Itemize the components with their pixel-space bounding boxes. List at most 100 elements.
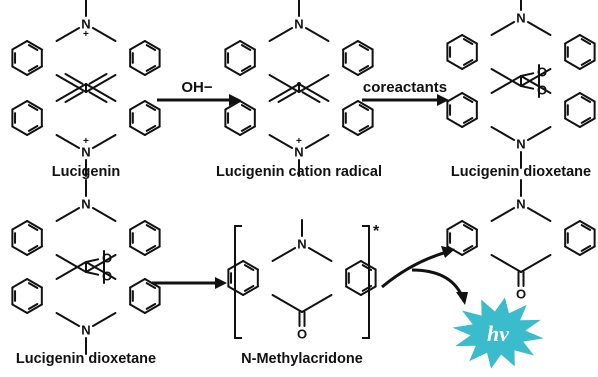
reagent-coreactants: coreactants (363, 79, 447, 96)
light-emission-burst (452, 297, 544, 369)
dioxetane1-bottom-n-bond (490, 126, 516, 141)
methylacridone-excited-ring-right-bond (345, 260, 362, 271)
radical-bottom-n-bond (304, 134, 330, 149)
lucigenin-top-ring-left-bond (26, 40, 43, 51)
reagent-hydroxide: OH− (181, 79, 213, 96)
radical-bottom-ring-right-bond (342, 100, 359, 111)
lucigenin-bottom-ring-left-bond (11, 125, 29, 136)
excited-state-brackets (234, 225, 370, 339)
reaction-arrows (152, 94, 468, 305)
lucigenin-bottom-ring-left-double (27, 125, 39, 132)
dioxetane2-bottom-c9-bond (55, 261, 87, 280)
dioxetane2-bottom-ring-left-bond (11, 278, 29, 289)
methylacridone-product-ring-right-bond (578, 220, 596, 231)
structure-layer (11, 0, 596, 355)
lucigenin-top-ring-right-bond (143, 40, 161, 51)
radical-top-ring-right-bond (342, 40, 359, 51)
dioxetane1-top-ring-right-double (580, 59, 592, 66)
dioxetane2-co-bond (85, 258, 100, 263)
lucigenin-bottom-ring-right-double (145, 104, 157, 111)
lucigenin-bottom-c9-bond (55, 83, 87, 102)
atom-n-lucigenin-top: N (81, 17, 90, 32)
methylacridone-excited-c9-bond (301, 294, 333, 313)
methylacridone-product-ring-right-bond (564, 220, 581, 231)
methylacridone-product-ring-left-double (462, 224, 474, 231)
radical-top-ring-right-double (358, 65, 370, 72)
methylacridone-product-ring-right-double (580, 224, 592, 231)
methylacridone-excited-ring-left-double (243, 264, 255, 271)
atom-n-methylacridone-product: N (516, 197, 525, 212)
methylacridone-product-ring-left-double (462, 245, 474, 252)
atom-o-dioxetane2-a: O (102, 269, 112, 284)
dioxetane1-bottom-ring-right-double (580, 96, 592, 103)
radical-bottom-ring-right-double (358, 125, 370, 132)
atom-o-dioxetane2-b: O (102, 251, 112, 266)
label-lucigenin: Lucigenin (52, 164, 120, 180)
dioxetane2-top-ring-right-bond (143, 220, 161, 231)
right-bracket (362, 225, 370, 339)
lucigenin-bottom-n-bond (91, 134, 117, 149)
dioxetane1-top-n-bond (526, 21, 552, 36)
radical-top-c9-bond (268, 74, 300, 93)
atom-o-dioxetane1-a: O (537, 83, 547, 98)
dioxetane2-top-ring-right-double (145, 245, 157, 252)
radical-bottom-central-double (277, 91, 297, 103)
dioxetane2-top-ring-right-double (145, 224, 157, 231)
methylacridone-excited-n-bond (307, 247, 333, 262)
dioxetane2-bottom-ring-right-double (145, 303, 157, 310)
lucigenin-top-ring-right-bond (129, 40, 146, 51)
dioxetane2-top-ring-right-bond (143, 245, 161, 256)
dioxetane1-top-ring-right-bond (578, 34, 596, 45)
dioxetane1-bottom-c9-bond (520, 75, 552, 94)
radical-bottom-c9-bond (298, 83, 330, 102)
methylacridone-product-c9-bond (490, 254, 522, 273)
dioxetane1-co-bond (520, 85, 535, 90)
dioxetane2-bottom-c9-bond (85, 261, 117, 280)
methylacridone-product-ring-right-bond (564, 245, 581, 256)
arrow-step2-head (437, 94, 449, 106)
radical-top-n-bond (304, 27, 330, 42)
dioxetane1-bottom-ring-left-bond (446, 117, 464, 128)
lucigenin-top-central-double (64, 73, 84, 85)
dioxetane2-top-ring-left-double (27, 245, 39, 252)
dioxetane2-bottom-n-bond (55, 312, 81, 327)
dioxetane2-top-ring-left-bond (26, 220, 43, 231)
lucigenin-top-ring-left-bond (26, 65, 43, 76)
methylacridone-product-ring-left-bond (446, 220, 464, 231)
lucigenin-bottom-ring-left-bond (26, 125, 43, 136)
label-dioxetane-top: Lucigenin dioxetane (451, 164, 591, 180)
radical-top-n-bond (268, 27, 294, 42)
dioxetane1-top-ring-left-double (462, 38, 474, 45)
atom-n-radical-bottom: N (294, 145, 303, 160)
dioxetane2-bottom-ring-right-bond (129, 278, 146, 289)
radical-top-ring-left-bond (239, 65, 256, 76)
lucigenin-bottom-ring-right-bond (129, 125, 146, 136)
radical-bottom-central-double (301, 91, 321, 103)
dioxetane1-top-n-bond (490, 21, 516, 36)
lucigenin-bottom-ring-left-bond (26, 100, 43, 111)
dioxetane2-bottom-n-bond (91, 312, 117, 327)
methylacridone-excited-ring-left-double (243, 285, 255, 292)
dioxetane2-bottom-ring-right-bond (143, 303, 161, 314)
lucigenin-bottom-c9-bond (85, 83, 117, 102)
dioxetane1-top-ring-left-bond (461, 59, 478, 70)
radical-bottom-ring-left-bond (239, 125, 256, 136)
radical-bottom-ring-right-bond (356, 125, 374, 136)
lucigenin-top-ring-left-double (27, 44, 39, 51)
dioxetane1-top-ring-left-bond (446, 34, 464, 45)
radical-top-ring-left-bond (239, 40, 256, 51)
dioxetane2-top-c9-bond (85, 254, 117, 273)
arrow-to-product-head (441, 246, 455, 258)
atom-o-dioxetane1-b: O (537, 65, 547, 80)
radical-bottom-ring-right-bond (342, 125, 359, 136)
radical-bottom-ring-left-bond (224, 100, 242, 111)
atom-n-dioxetane1-top: N (516, 11, 525, 26)
dioxetane1-top-ring-left-double (462, 59, 474, 66)
atom-n-dioxetane2-bottom: N (81, 323, 90, 338)
label-dioxetane-bottom: Lucigenin dioxetane (16, 351, 156, 367)
lucigenin-top-ring-right-bond (129, 65, 146, 76)
atom-n-methylacridone-excited: N (297, 237, 306, 252)
dioxetane1-bottom-ring-left-double (462, 96, 474, 103)
radical-top-ring-right-bond (356, 65, 374, 76)
lucigenin-bottom-ring-right-bond (143, 125, 161, 136)
